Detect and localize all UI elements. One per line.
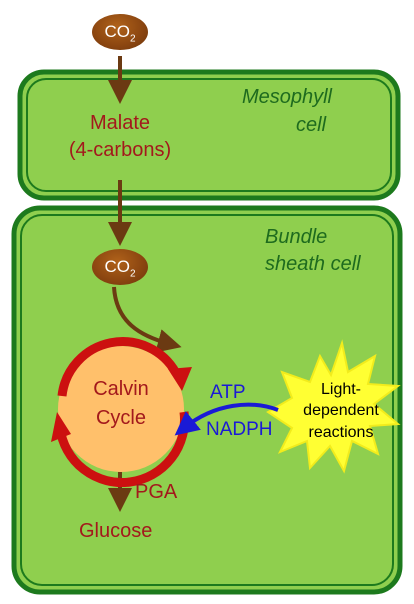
- bundle-sheath-line2: sheath cell: [265, 253, 361, 275]
- glucose-label: Glucose: [79, 520, 153, 542]
- nadph-label: NADPH: [206, 419, 273, 440]
- light-line3: reactions: [308, 423, 374, 441]
- mesophyll-label: Mesophyll: [182, 86, 332, 109]
- malate-label: Malate (4-carbons): [58, 112, 182, 162]
- calvin-line1: Calvin: [93, 378, 149, 400]
- co2-to-calvin-arrow: [112, 286, 182, 353]
- bundle-sheath-line1: Bundle: [265, 226, 328, 248]
- calvin-ring-arrowhead-upper: [168, 367, 192, 391]
- co2-input-subscript: 2: [129, 33, 136, 45]
- mesophyll-label-cell: cell: [296, 114, 326, 137]
- calvin-cycle-ring-lower: [55, 411, 189, 487]
- malate-line2: (4-carbons): [68, 139, 172, 161]
- calvin-line2: Cycle: [95, 407, 146, 429]
- calvin-ring-arrowhead-lower: [51, 412, 71, 442]
- bundle-sheath-label: Bundle sheath cell: [265, 226, 361, 276]
- co2-released-badge: CO2: [92, 249, 148, 285]
- light-line1: Light-: [320, 381, 362, 398]
- co2-released-subscript: 2: [129, 268, 136, 280]
- mesophyll-cell-inner-border: [26, 78, 392, 192]
- light-reactions-label: Light- dependent reactions: [296, 381, 386, 442]
- mesophyll-label-line2: cell: [296, 114, 327, 136]
- mesophyll-label-line1: Mesophyll: [241, 86, 332, 108]
- atp-nadph-arrow: [174, 402, 279, 436]
- bundle-sheath-cell-inner-border: [20, 214, 394, 586]
- calvin-cycle-ring-upper: [57, 337, 180, 397]
- light-line2: dependent: [303, 402, 379, 420]
- malate-line1: Malate: [89, 112, 151, 134]
- co2-input-text: CO: [104, 22, 130, 41]
- pga-label: PGA: [135, 481, 178, 503]
- atp-label: ATP: [210, 382, 246, 403]
- co2-released-text: CO: [104, 257, 130, 276]
- light-reactions-burst: [266, 339, 401, 474]
- co2-input-badge: CO2: [92, 14, 148, 50]
- calvin-cycle-label: Calvin Cycle: [81, 378, 161, 430]
- calvin-cycle-circle: [58, 346, 184, 472]
